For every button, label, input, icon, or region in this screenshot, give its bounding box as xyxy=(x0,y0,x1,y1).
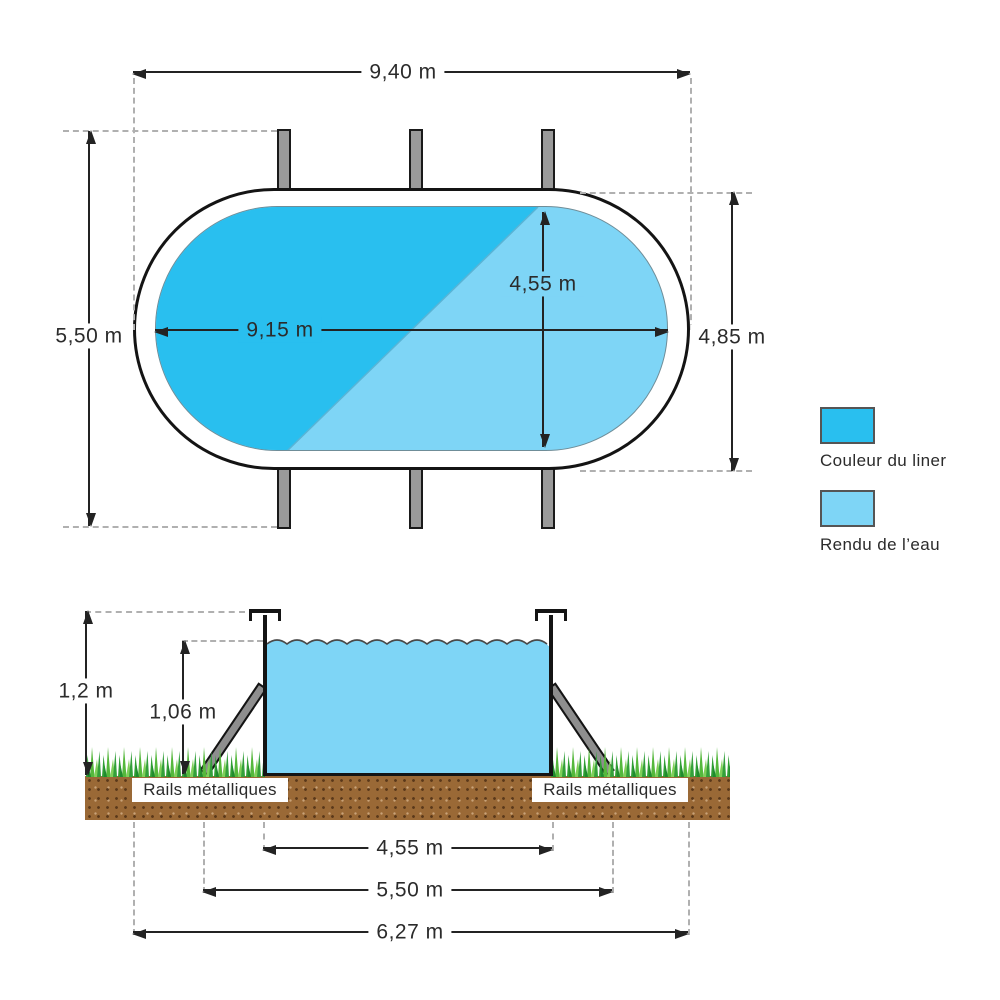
dim-basin-width-label: 4,85 m xyxy=(690,324,774,350)
wall-cap-right xyxy=(535,609,567,621)
dim-water-height: 1,06 m xyxy=(141,640,225,775)
dim-overall-width: 5,50 m xyxy=(47,130,131,527)
extension-line-bottom-left xyxy=(63,526,277,528)
arrowhead-down-icon xyxy=(180,761,190,775)
dim-liner-width: 4,55 m xyxy=(501,211,585,448)
pool-wall-right xyxy=(549,615,553,776)
dim-total-height: 1,2 m xyxy=(50,610,122,776)
dim-footprint-width: 6,27 m xyxy=(132,919,689,945)
extension-line-basin-top xyxy=(580,192,752,194)
dim-basin-width: 4,85 m xyxy=(690,191,774,472)
arrowhead-right-icon xyxy=(655,327,669,337)
leader-footprint-left xyxy=(133,822,135,935)
extension-line-wall-top xyxy=(85,611,245,613)
rails-label-left: Rails métalliques xyxy=(132,778,288,802)
dim-overall-length-label: 9,40 m xyxy=(361,59,445,85)
dim-water-height-label: 1,06 m xyxy=(141,699,225,725)
legend-water-swatch xyxy=(820,490,875,527)
extension-line-top-left xyxy=(63,130,277,132)
arrowhead-up-icon xyxy=(83,610,93,624)
arrowhead-down-icon xyxy=(729,458,739,472)
pool-wall-left xyxy=(263,615,267,776)
arrowhead-down-icon xyxy=(540,434,550,448)
leader-rails-left xyxy=(203,822,205,893)
extension-line-water-level xyxy=(182,640,263,642)
arrowhead-right-icon xyxy=(677,69,691,79)
arrowhead-down-icon xyxy=(86,513,96,527)
arrowhead-right-icon xyxy=(539,845,553,855)
dim-overall-length: 9,40 m xyxy=(132,59,691,85)
legend-water-label: Rendu de l’eau xyxy=(820,535,940,554)
dim-liner-length: 9,15 m xyxy=(154,317,669,343)
dim-footprint-width-label: 6,27 m xyxy=(368,919,452,945)
arrowhead-down-icon xyxy=(83,762,93,776)
water-surface xyxy=(267,639,549,647)
grass-right xyxy=(550,741,730,777)
wall-cap-left xyxy=(249,609,281,621)
pool-post-top-2 xyxy=(409,129,423,192)
dim-liner-width-label: 4,55 m xyxy=(501,271,585,297)
dim-liner-length-label: 9,15 m xyxy=(238,317,322,343)
extension-line-right xyxy=(690,78,692,330)
arrowhead-left-icon xyxy=(154,327,168,337)
leader-basin-left xyxy=(263,822,265,851)
legend-liner-swatch xyxy=(820,407,875,444)
pool-post-bottom-1 xyxy=(277,466,291,529)
arrowhead-left-icon xyxy=(132,929,146,939)
arrowhead-up-icon xyxy=(540,211,550,225)
dim-basin-inner-width: 4,55 m xyxy=(262,835,553,861)
dim-rails-span-label: 5,50 m xyxy=(368,877,452,903)
arrowhead-right-icon xyxy=(675,929,689,939)
arrowhead-up-icon xyxy=(729,191,739,205)
arrowhead-right-icon xyxy=(599,887,613,897)
leader-rails-right xyxy=(612,822,614,893)
dim-basin-inner-width-label: 4,55 m xyxy=(368,835,452,861)
leader-basin-right xyxy=(552,822,554,851)
arrowhead-left-icon xyxy=(132,69,146,79)
extension-line-left xyxy=(133,78,135,330)
dim-rails-span: 5,50 m xyxy=(202,877,613,903)
pool-post-bottom-2 xyxy=(409,466,423,529)
arrowhead-left-icon xyxy=(202,887,216,897)
arrowhead-left-icon xyxy=(262,845,276,855)
legend-liner-label: Couleur du liner xyxy=(820,451,947,470)
dim-overall-width-label: 5,50 m xyxy=(47,323,131,349)
grass-left xyxy=(85,741,265,777)
leader-footprint-right xyxy=(688,822,690,935)
extension-line-basin-bottom xyxy=(580,470,752,472)
arrowhead-up-icon xyxy=(180,640,190,654)
arrowhead-up-icon xyxy=(86,130,96,144)
pool-post-top-1 xyxy=(277,129,291,192)
dim-total-height-label: 1,2 m xyxy=(50,678,122,704)
liner-color-region xyxy=(156,207,538,450)
rails-label-right: Rails métalliques xyxy=(532,778,688,802)
pool-post-top-3 xyxy=(541,129,555,192)
water-body xyxy=(267,646,549,776)
pool-post-bottom-3 xyxy=(541,466,555,529)
